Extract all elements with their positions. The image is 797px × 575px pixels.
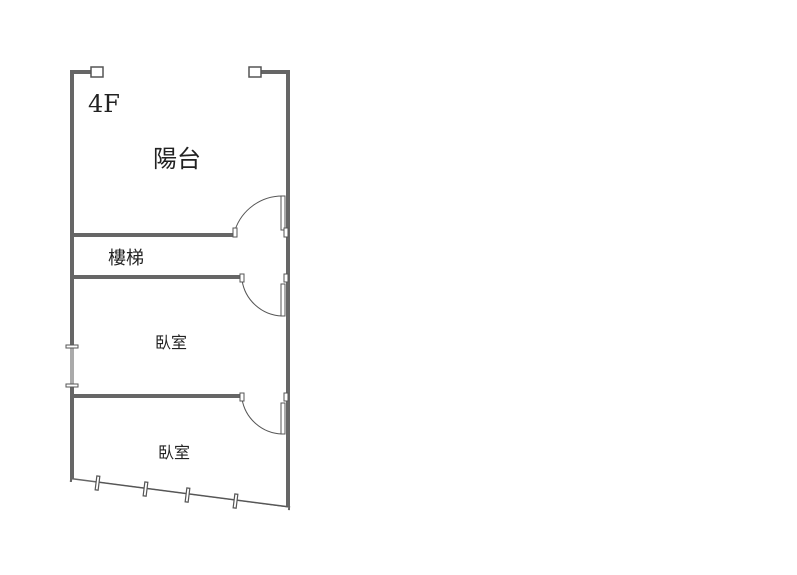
room-label-bedroom-1: 臥室 <box>155 333 188 352</box>
bottom-window-icon <box>71 475 289 511</box>
window-icon <box>90 66 104 78</box>
left-window-icon <box>65 344 79 388</box>
floor-label: 4F <box>88 90 120 118</box>
room-label-bedroom-2: 臥室 <box>158 443 191 462</box>
door-icon <box>239 273 289 317</box>
room-label-stairs: 樓梯 <box>108 248 144 269</box>
door-icon <box>232 195 289 238</box>
room-label-balcony: 陽台 <box>153 145 201 173</box>
door-icon <box>239 392 289 435</box>
window-icon <box>248 66 262 78</box>
